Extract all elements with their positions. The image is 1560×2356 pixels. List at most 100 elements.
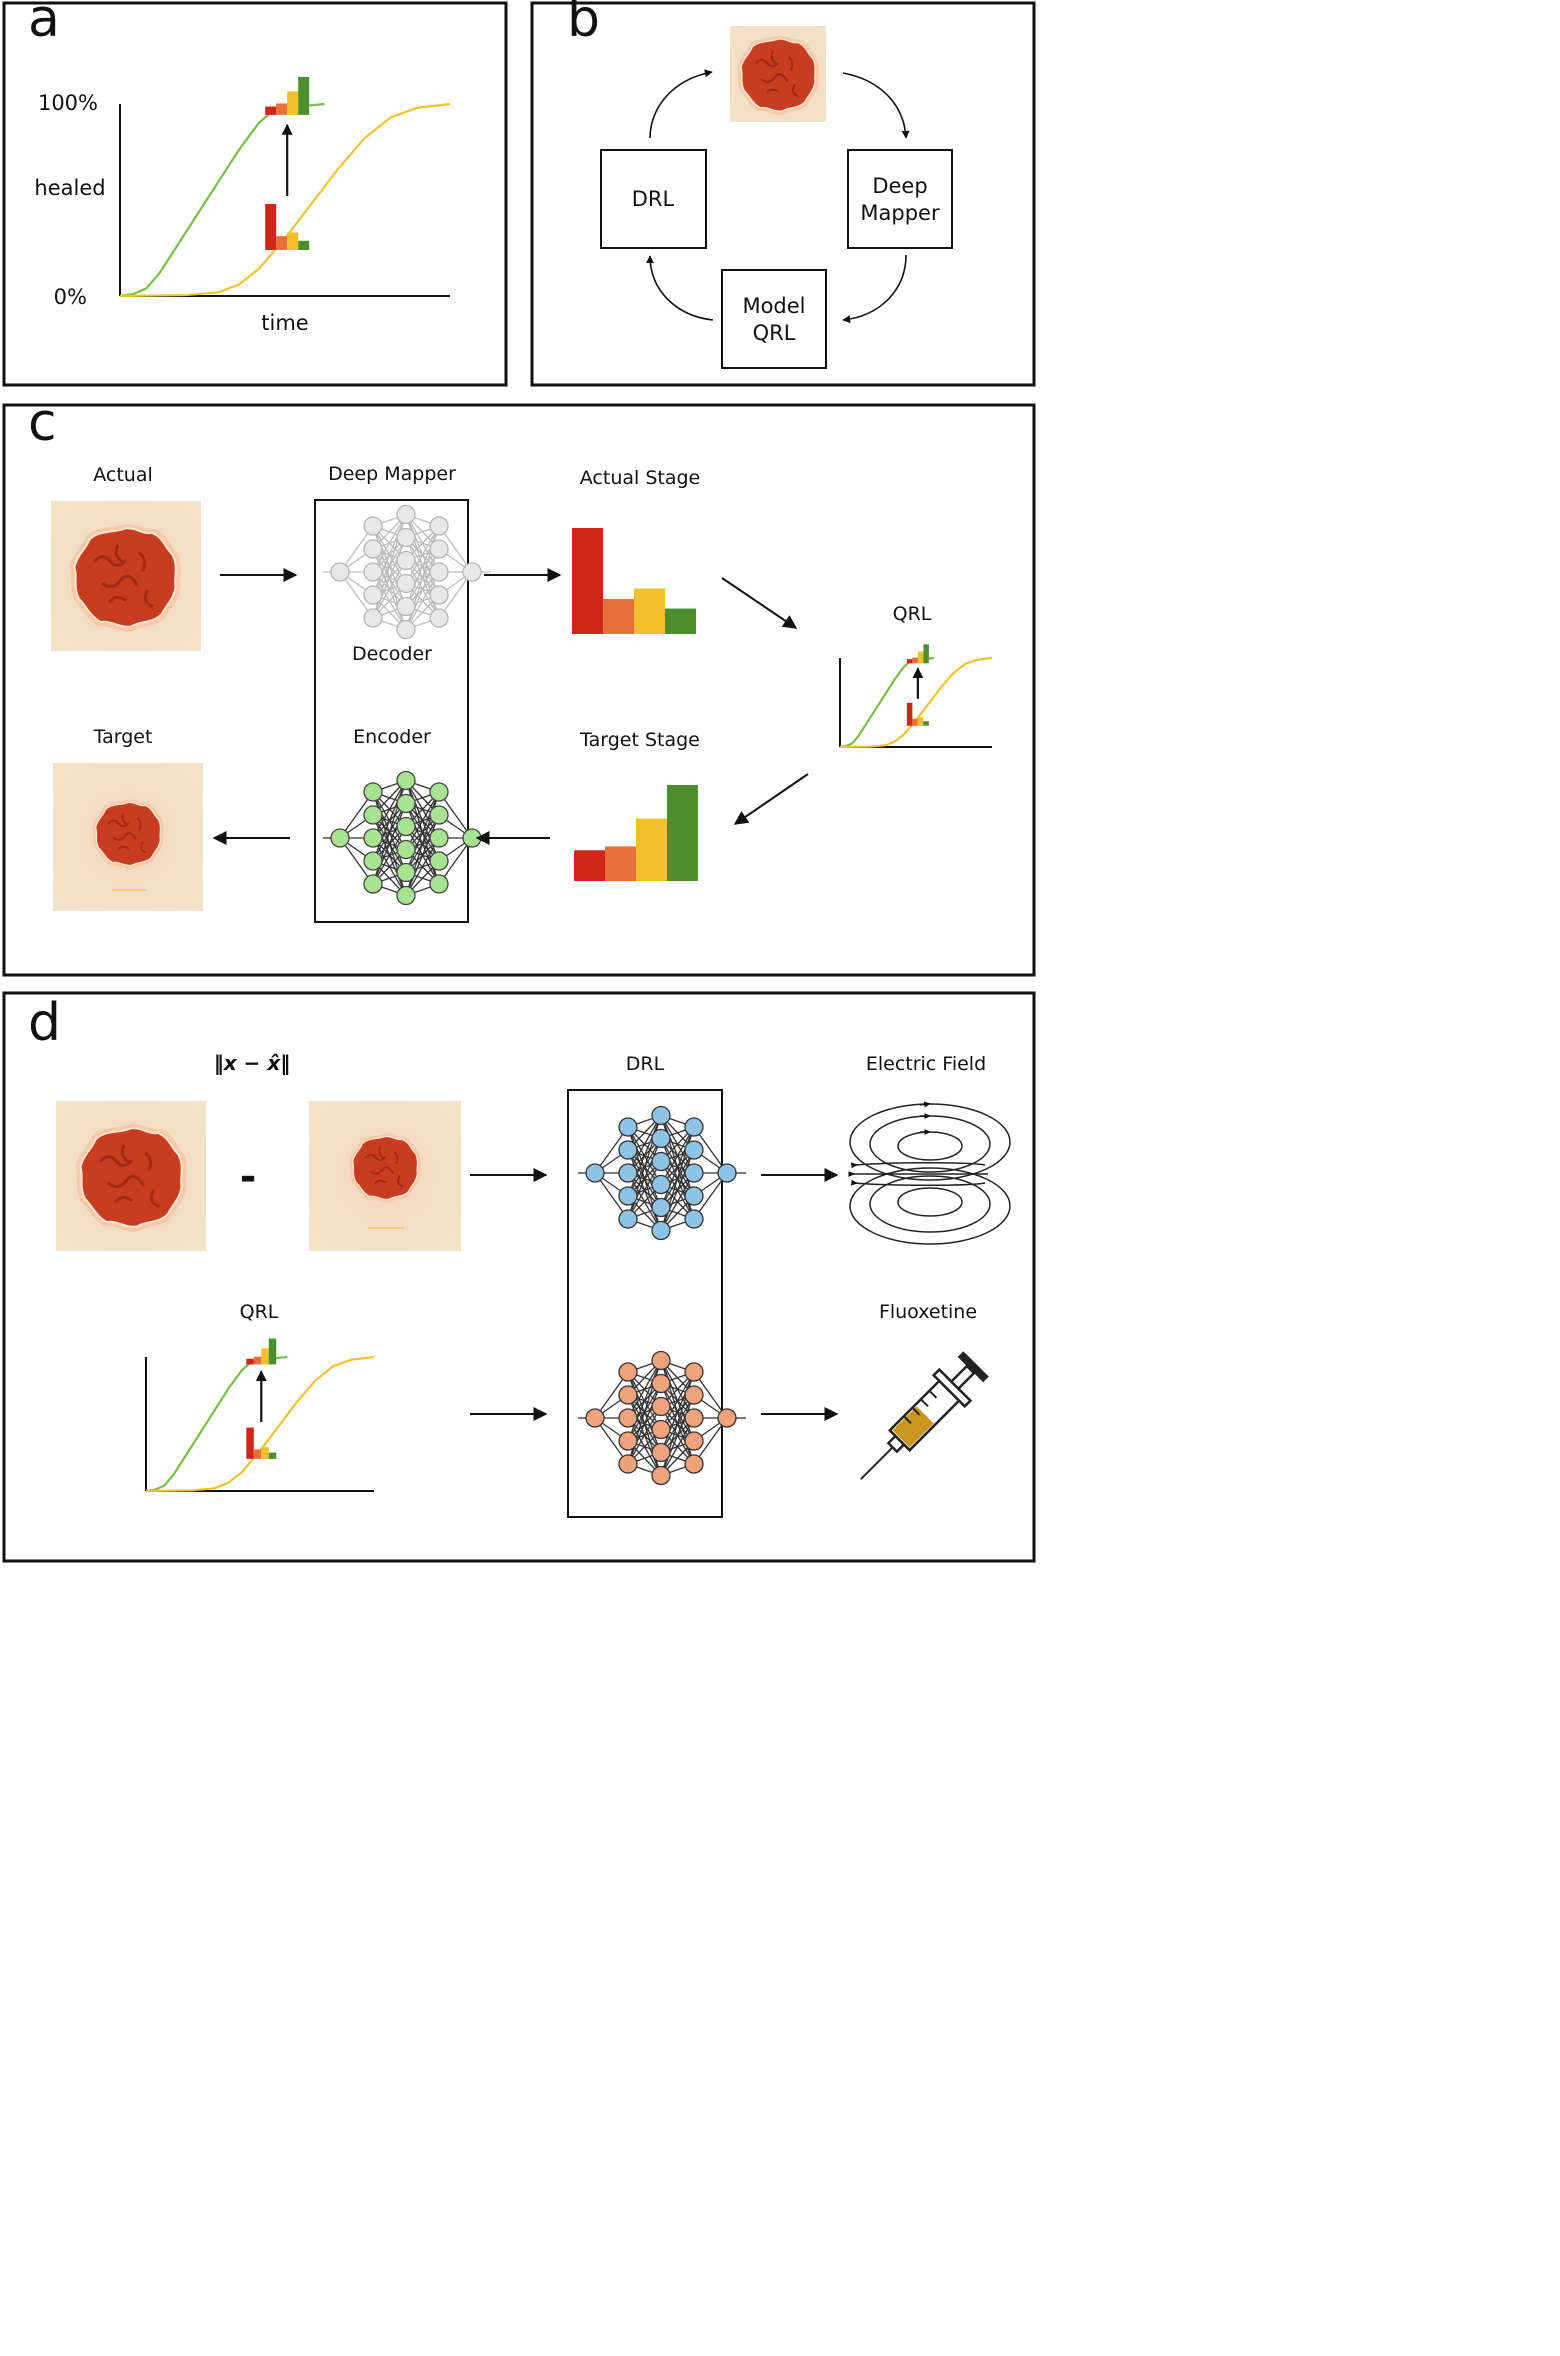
net-edge [627,1115,662,1174]
net-node [618,1163,638,1183]
mini-target-bar-0 [246,1358,254,1365]
label-qrl-c: QRL [893,603,932,625]
net-node [684,1454,704,1474]
mini-actual-bar-1 [253,1449,262,1459]
net-edge [405,791,440,850]
drl-box [567,1089,723,1518]
net-node [396,550,416,571]
net-edge [372,514,407,596]
label-drl-d: DRL [626,1053,665,1075]
actual-stage-bars [572,528,696,634]
drl-network-orange [578,1350,746,1486]
panel-c-letter: c [28,393,57,453]
actual-stage-bar-1 [603,599,634,634]
net-node [618,1454,638,1474]
net-node [396,793,416,814]
label-actual-stage: Actual Stage [580,467,700,489]
net-node [429,516,449,536]
panel-b-frame [530,1,1036,387]
net-node [363,516,383,536]
arrow-qrl-to-drl [646,255,714,321]
panel-d: d ‖x − x̂‖ DRL Electric Field QRL Fluoxe… [28,993,1011,1518]
net-node [396,816,416,837]
drl-network-blue [578,1105,746,1241]
net-node [396,596,416,617]
net-edge [627,1360,662,1419]
y-tick-bottom: 0% [54,285,87,309]
label-electric-field: Electric Field [866,1053,986,1075]
net-node [396,619,416,640]
net-edge [405,791,440,873]
mini-actual-bar-3 [298,240,310,250]
net-node [429,562,449,582]
net-node [462,562,482,582]
arrow-qrl-to-target-stage [733,773,809,825]
net-edge [405,525,440,584]
net-node [684,1163,704,1183]
box-deep-mapper-label-1: Deep [872,174,927,198]
box-drl-label: DRL [632,187,675,211]
net-edge [660,1417,695,1476]
mini-target-bar-1 [912,657,918,664]
net-node [363,828,383,848]
net-node [396,770,416,791]
panel-b-letter: b [567,0,600,49]
net-edge [627,1138,662,1220]
net-edge [660,1126,695,1208]
label-norm: ‖x − x̂‖ [214,1051,290,1075]
net-node [651,1128,671,1149]
target-stage-bars [574,785,698,881]
net-node [684,1408,704,1428]
net-node [396,527,416,548]
net-node [363,539,383,559]
yellow-curve [839,656,993,749]
label-actual: Actual [93,464,153,486]
net-node [651,1396,671,1417]
net-edge [372,780,407,839]
actual-stage-bar-0 [572,528,603,634]
net-node [618,1117,638,1137]
net-node [363,562,383,582]
y-tick-top: 100% [38,91,98,115]
net-edge [660,1394,695,1476]
mini-actual-bar-2 [917,717,924,726]
target-stage-bar-2 [636,818,667,881]
wound-image-b [730,26,826,122]
label-target: Target [93,726,153,748]
wound-image-d-target [309,1101,461,1251]
box-model-qrl-label-1: Model [742,294,805,318]
net-node [363,782,383,802]
x-axis-label: time [261,311,308,335]
arrow-wound-to-mapper [842,72,910,139]
target-stage-bar-0 [574,850,605,881]
wound-image-d-actual [56,1101,206,1251]
net-node [363,585,383,605]
net-node [618,1408,638,1428]
net-node [429,539,449,559]
net-node [651,1105,671,1126]
net-edge [627,1383,662,1465]
net-edge [627,1360,662,1442]
net-edge [627,1161,662,1220]
net-node [684,1140,704,1160]
mini-actual-bar-1 [276,236,288,250]
net-node [330,828,350,848]
panel-c-frame [2,403,1036,977]
encoder-network [323,770,491,906]
net-node [429,828,449,848]
box-deep-mapper [847,149,953,249]
mini-target-bar-3 [298,76,310,115]
net-node [396,885,416,906]
green-curve [145,1355,288,1493]
panel-a-letter: a [28,0,60,49]
panel-a-frame [2,1,508,387]
panel-d-letter: d [28,993,61,1053]
net-node [651,1350,671,1371]
net-node [396,504,416,525]
net-node [363,805,383,825]
yellow-curve [119,102,451,298]
net-node [618,1140,638,1160]
net-node [684,1385,704,1405]
net-node [363,608,383,628]
box-model-qrl [721,269,827,369]
